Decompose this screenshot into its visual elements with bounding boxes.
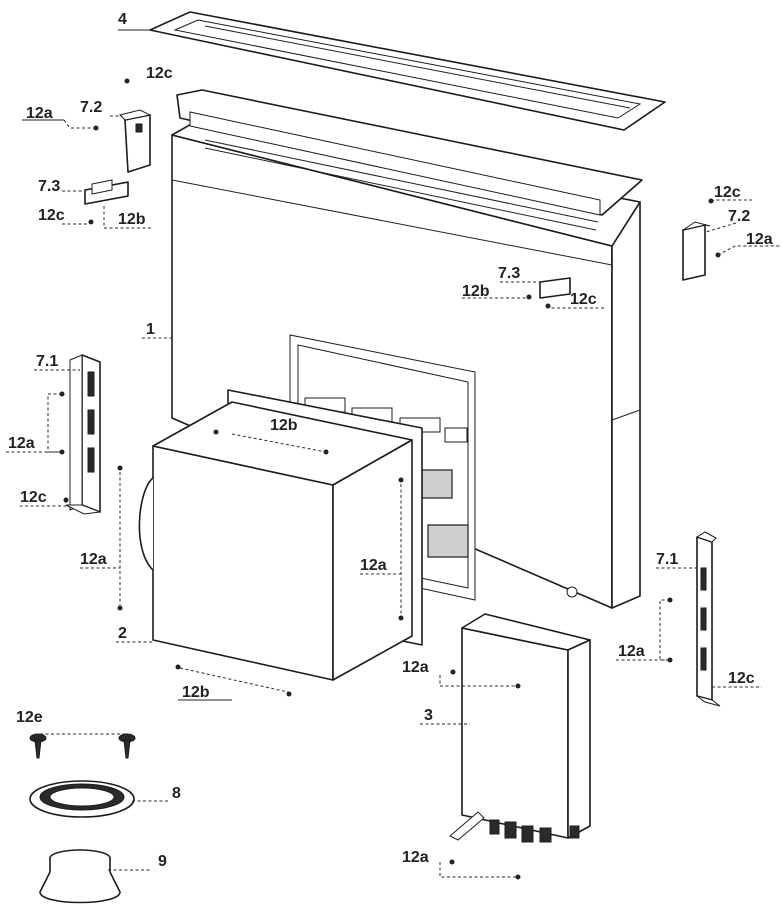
part-3-motor-box	[449, 613, 591, 843]
label-12c-right-bracket: 12c	[570, 291, 597, 308]
label-2: 2	[118, 625, 127, 642]
label-12e: 12e	[16, 709, 43, 726]
label-7-3-left: 7.3	[38, 178, 60, 195]
label-7-2-left: 7.2	[80, 99, 102, 116]
part-2-duct-box	[138, 389, 423, 681]
label-12b-left-bracket: 12b	[118, 211, 146, 228]
part-7-1-left-rail	[65, 354, 101, 515]
label-7-3-right: 7.3	[498, 265, 520, 282]
label-7-2-right: 7.2	[728, 208, 750, 225]
label-7-1-right: 7.1	[656, 551, 678, 568]
label-12c-left-bracket: 12c	[38, 207, 65, 224]
part-4-top-frame	[149, 11, 666, 131]
label-3: 3	[424, 707, 433, 724]
label-12b-box-top: 12b	[270, 417, 298, 434]
label-12a-motor-bottom: 12a	[402, 849, 429, 866]
label-12b-box-bottom: 12b	[182, 684, 210, 701]
label-9: 9	[158, 853, 167, 870]
screw-12e-left	[29, 733, 47, 759]
part-7-2-left-bracket	[119, 109, 152, 173]
part-7-1-right-rail	[695, 531, 721, 707]
label-4: 4	[118, 11, 127, 28]
label-12a-motor-top: 12a	[402, 659, 429, 676]
label-12b-right-bracket: 12b	[462, 283, 490, 300]
label-12a-right-rail: 12a	[618, 643, 645, 660]
label-1: 1	[146, 321, 155, 338]
part-7-3-right-bracket	[539, 277, 571, 299]
label-12c-left-rail: 12c	[20, 489, 47, 506]
label-12a-box-left: 12a	[80, 551, 107, 568]
screw-12e-right	[118, 733, 136, 759]
label-8: 8	[172, 785, 181, 802]
leader-lines	[6, 29, 780, 878]
label-12a-left-bracket: 12a	[26, 105, 53, 122]
part-8-round-grille	[29, 780, 135, 818]
label-12a-left-rail: 12a	[8, 435, 35, 452]
label-12a-right-bracket: 12a	[746, 231, 773, 248]
callout-labels: 4 12c 7.2 12a 7.3 12c 12b 12c 7.2 12a 7.…	[8, 11, 773, 870]
label-12a-box-right: 12a	[360, 557, 387, 574]
screw-dots	[59, 78, 721, 880]
label-12c-right-rail: 12c	[728, 670, 755, 687]
part-9-spigot-adapter	[39, 849, 121, 904]
label-12c-right-top: 12c	[714, 184, 741, 201]
part-7-3-left-bracket	[84, 179, 129, 205]
label-12c-top: 12c	[146, 65, 173, 82]
label-7-1-left: 7.1	[36, 353, 58, 370]
part-7-2-right-bracket	[682, 221, 711, 281]
